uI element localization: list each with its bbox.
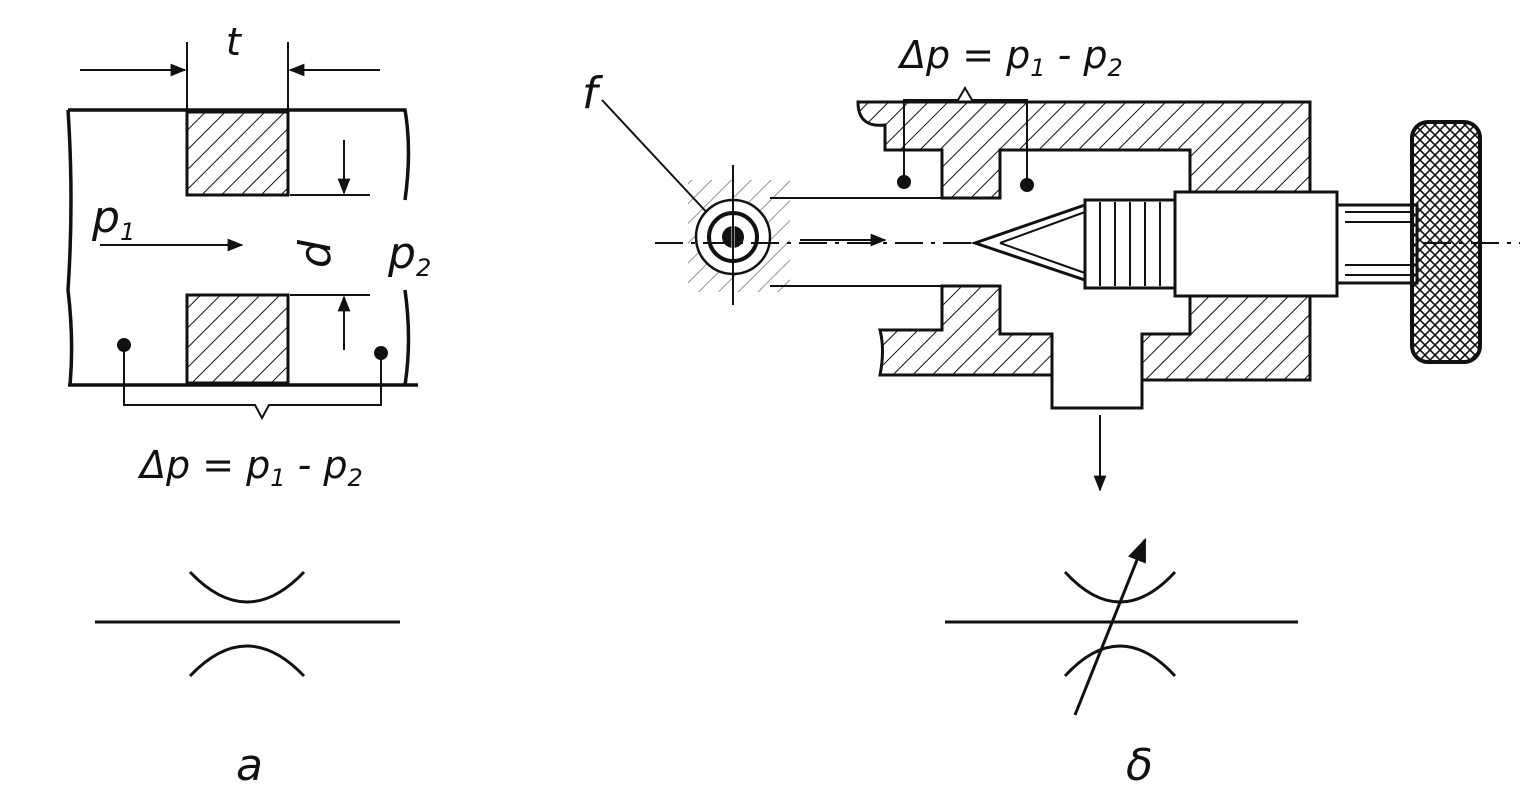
pressure-brace-b xyxy=(903,86,1028,185)
figure-b: f xyxy=(582,33,1520,791)
dimension-t-label: t xyxy=(226,20,243,64)
p1-label: p1 xyxy=(91,192,135,246)
pressure-brace-a xyxy=(123,345,382,421)
dimension-d-label: d xyxy=(290,239,341,268)
orifice-plate-upper xyxy=(185,110,290,197)
dimension-d: d xyxy=(290,140,370,350)
figure-b-label: δ xyxy=(1126,740,1153,791)
knurled-knob xyxy=(1410,120,1482,364)
figure-a-label: а xyxy=(236,740,263,791)
dp-formula-a: Δp = p1 - p2 xyxy=(137,443,363,492)
orifice-plate-lower xyxy=(185,293,290,385)
marker-f-label: f xyxy=(582,68,604,119)
orifice-symbol-a xyxy=(95,570,400,678)
inlet-ball xyxy=(688,165,790,305)
variable-orifice-symbol xyxy=(945,537,1298,716)
p2-label: p2 xyxy=(387,228,431,282)
figure-a: t d p1 p2 Δp = p1 - p2 xyxy=(66,20,431,791)
dp-formula-b: Δp = p1 - p2 xyxy=(897,33,1123,82)
dimension-t: t xyxy=(80,20,380,112)
pipe-outline-a xyxy=(68,108,411,201)
throttle-needle xyxy=(970,190,1419,298)
